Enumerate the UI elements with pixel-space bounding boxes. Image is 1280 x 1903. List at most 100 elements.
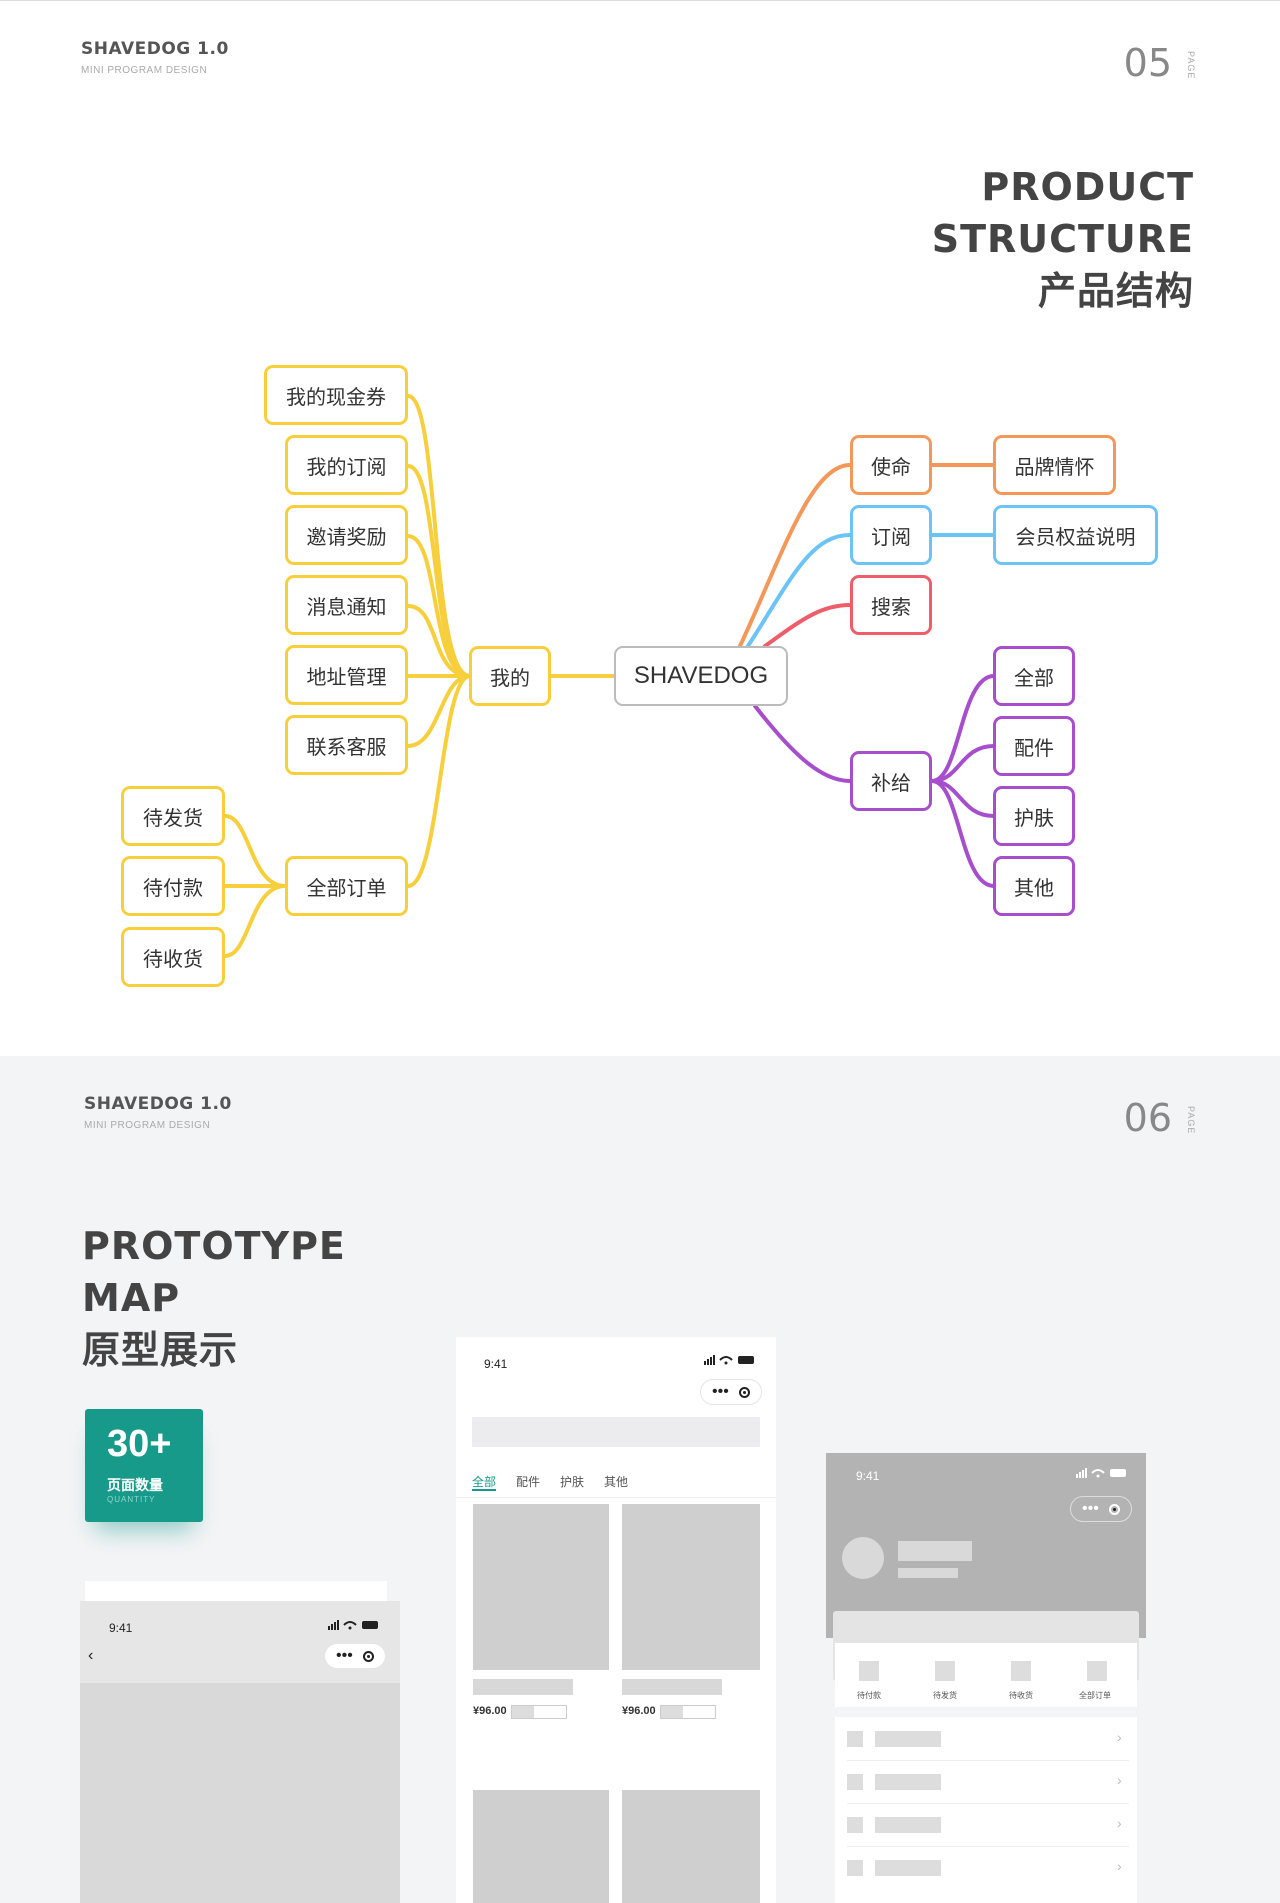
connector-mine-orders	[406, 674, 472, 888]
brand-subtitle: MINI PROGRAM DESIGN	[84, 1120, 211, 1131]
connector-supply-other	[930, 779, 996, 888]
node-all-orders: 全部订单	[285, 856, 408, 916]
more-icon: •••	[336, 1647, 353, 1664]
quantity-stepper[interactable]	[511, 1705, 567, 1719]
node-supply-all: 全部	[993, 646, 1075, 706]
order-all-icon[interactable]	[1087, 1661, 1107, 1681]
node-mine: 我的	[469, 646, 551, 706]
product-price: ¥96.00	[622, 1705, 656, 1717]
section-title: PROTOTYPE MAP 原型展示	[82, 1220, 346, 1376]
capsule-menu-button[interactable]: •••	[1070, 1496, 1132, 1522]
close-target-icon	[362, 1650, 374, 1662]
brand-name: SHAVEDOG 1.0	[84, 1094, 232, 1114]
node-root: SHAVEDOG	[614, 646, 788, 706]
chevron-right-icon: ›	[1117, 1772, 1122, 1788]
title-line-2: STRUCTURE	[931, 217, 1194, 261]
product-image[interactable]	[473, 1790, 609, 1903]
list-item-icon	[847, 1817, 863, 1833]
connector-root-supply	[753, 704, 852, 783]
order-pending-pay-label: 待付款	[857, 1691, 881, 1700]
page-number: 06	[1123, 1096, 1172, 1140]
order-pending-pay-icon[interactable]	[859, 1661, 879, 1681]
capsule-menu-button[interactable]: •••	[324, 1643, 386, 1669]
chevron-right-icon: ›	[1117, 1729, 1122, 1745]
capsule-menu-button[interactable]: •••	[700, 1379, 762, 1405]
tab-accessory[interactable]: 配件	[516, 1475, 541, 1489]
page-label: PAGE	[1186, 51, 1196, 80]
list-item-label-placeholder	[875, 1731, 941, 1747]
order-shortcuts: 待付款 待发货 待收货 全部订单	[835, 1643, 1137, 1707]
connector-mine-subscription	[406, 464, 472, 678]
title-chinese: 产品结构	[1037, 269, 1194, 313]
order-pending-ship-label: 待发货	[933, 1691, 957, 1700]
node-member-benefits: 会员权益说明	[993, 505, 1158, 565]
node-subscribe: 订阅	[850, 505, 932, 565]
node-supply-accessory: 配件	[993, 716, 1075, 776]
back-arrow-icon[interactable]: ‹	[88, 1647, 94, 1664]
brand-name: SHAVEDOG 1.0	[81, 39, 229, 59]
more-icon: •••	[712, 1383, 729, 1400]
node-address-manage: 地址管理	[285, 645, 408, 705]
title-chinese: 原型展示	[82, 1328, 239, 1372]
prototype-detail-screen: 9:41 ‹ •••	[80, 1601, 400, 1903]
tab-skincare[interactable]: 护肤	[560, 1475, 585, 1489]
divider	[847, 1760, 1129, 1761]
product-image[interactable]	[473, 1504, 609, 1670]
page-number: 05	[1123, 41, 1172, 85]
product-title-placeholder	[473, 1679, 573, 1695]
node-supply-skincare: 护肤	[993, 786, 1075, 846]
avatar[interactable]	[842, 1537, 884, 1579]
brand-block: SHAVEDOG 1.0 MINI PROGRAM DESIGN	[84, 1094, 232, 1131]
product-structure-page: SHAVEDOG 1.0 MINI PROGRAM DESIGN 05 PAGE…	[0, 0, 1280, 987]
status-icons	[1076, 1468, 1126, 1478]
node-pending-receipt: 待收货	[121, 927, 225, 987]
close-target-icon	[1108, 1503, 1120, 1515]
status-time: 9:41	[109, 1621, 133, 1635]
node-brand-story: 品牌情怀	[993, 435, 1116, 495]
user-subtitle-placeholder	[898, 1568, 958, 1578]
node-my-subscription: 我的订阅	[285, 435, 408, 495]
connector-mine-service	[406, 674, 472, 748]
order-pending-receive-icon[interactable]	[1011, 1661, 1031, 1681]
order-pending-ship-icon[interactable]	[935, 1661, 955, 1681]
connector-orders-receiving	[223, 884, 287, 958]
tab-all[interactable]: 全部	[472, 1475, 497, 1489]
node-pending-payment: 待付款	[121, 856, 225, 916]
quantity-stepper[interactable]	[660, 1705, 716, 1719]
page-count-en: QUANTITY	[107, 1495, 156, 1504]
list-item-icon	[847, 1774, 863, 1790]
list-item-icon	[847, 1860, 863, 1876]
connector-mine-coupon	[406, 394, 472, 678]
page-count-number: 30+	[107, 1423, 172, 1465]
node-supply: 补给	[850, 751, 932, 811]
node-message-notice: 消息通知	[285, 575, 408, 635]
order-all-label: 全部订单	[1079, 1691, 1111, 1700]
status-time: 9:41	[484, 1357, 508, 1371]
list-item-icon	[847, 1731, 863, 1747]
list-item-label-placeholder	[875, 1774, 941, 1790]
page-count-card: 30+ 页面数量 QUANTITY	[85, 1409, 203, 1522]
prototype-map-page: SHAVEDOG 1.0 MINI PROGRAM DESIGN 06 PAGE…	[0, 1056, 1280, 1903]
section-title: PRODUCT STRUCTURE 产品结构	[932, 161, 1194, 317]
node-pending-shipment: 待发货	[121, 786, 225, 846]
connector-mine-message	[406, 604, 472, 678]
product-image[interactable]	[622, 1790, 760, 1903]
mindmap-connectors	[223, 394, 996, 958]
title-line-1: PRODUCT	[981, 165, 1194, 209]
node-search: 搜索	[850, 575, 932, 635]
search-bar[interactable]	[472, 1417, 760, 1447]
title-line-1: PROTOTYPE	[82, 1224, 346, 1268]
status-icons	[328, 1620, 378, 1630]
divider	[847, 1846, 1129, 1847]
status-time: 9:41	[856, 1469, 880, 1483]
tab-divider	[456, 1497, 776, 1498]
tab-other[interactable]: 其他	[604, 1475, 629, 1489]
status-icons	[704, 1355, 754, 1365]
username-placeholder	[898, 1541, 972, 1561]
connector-root-search	[763, 603, 852, 648]
list-item-label-placeholder	[875, 1817, 941, 1833]
list-item-label-placeholder	[875, 1860, 941, 1876]
product-image[interactable]	[622, 1504, 760, 1670]
title-line-2: MAP	[82, 1276, 181, 1320]
order-pending-receive-label: 待收货	[1009, 1691, 1033, 1700]
